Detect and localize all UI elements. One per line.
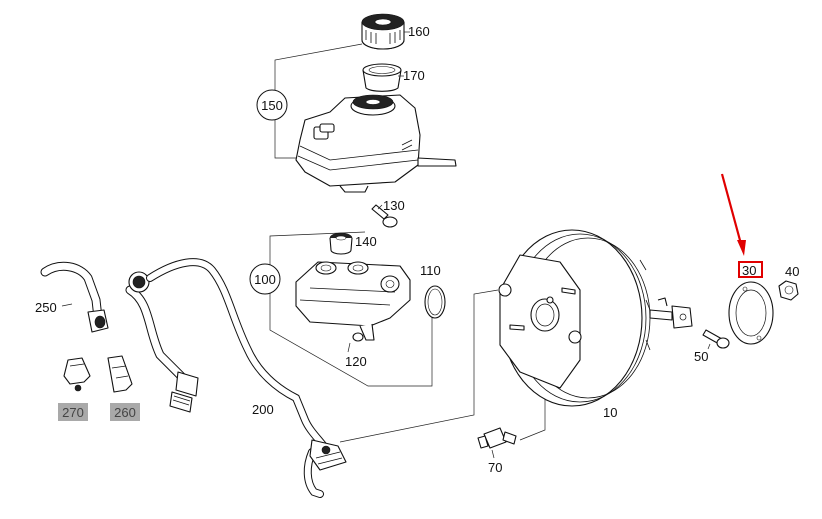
copper-washer [352,332,364,342]
label-200[interactable]: 200 [252,402,274,417]
clip-270 [63,357,91,392]
label-160[interactable]: 160 [408,24,430,39]
brake-fluid-reservoir [295,94,457,193]
highlight-box-30 [738,261,763,278]
vacuum-line-200 [146,258,347,498]
retaining-pin [371,204,398,228]
label-120[interactable]: 120 [345,354,367,369]
reservoir-strainer [362,63,402,92]
callout-100[interactable]: 100 [254,272,276,287]
vacuum-hose-250 [40,261,199,413]
red-arrow-indicator [720,173,746,256]
reservoir-cap [361,13,405,50]
clip-260 [107,355,133,393]
label-130[interactable]: 130 [383,198,405,213]
label-270[interactable]: 270 [62,405,84,420]
label-250[interactable]: 250 [35,300,57,315]
label-170[interactable]: 170 [403,68,425,83]
booster-gasket [728,281,774,345]
label-260-bg [110,403,140,421]
o-ring [424,285,446,319]
label-140[interactable]: 140 [355,234,377,249]
label-30[interactable]: 30 [742,263,756,278]
master-cylinder-group: 100 130 140 120 [249,198,446,387]
hex-nut [778,280,799,301]
callout-100-circle [249,263,281,295]
label-40[interactable]: 40 [785,264,799,279]
callout-150-circle [256,89,288,121]
label-10[interactable]: 10 [603,405,617,420]
brake-master-cylinder [295,261,411,341]
reservoir-group: 150 160 170 [256,13,457,193]
brake-booster-group: 10 [339,229,693,443]
callout-150[interactable]: 150 [261,98,283,113]
mounting-bolt [702,329,730,349]
vacuum-sensor [477,427,517,449]
label-50[interactable]: 50 [694,349,708,364]
brake-booster [498,229,693,407]
label-260[interactable]: 260 [114,405,136,420]
grommet-seal [329,232,353,255]
label-110[interactable]: 110 [420,263,441,278]
label-270-bg [58,403,88,421]
label-70[interactable]: 70 [488,460,502,475]
